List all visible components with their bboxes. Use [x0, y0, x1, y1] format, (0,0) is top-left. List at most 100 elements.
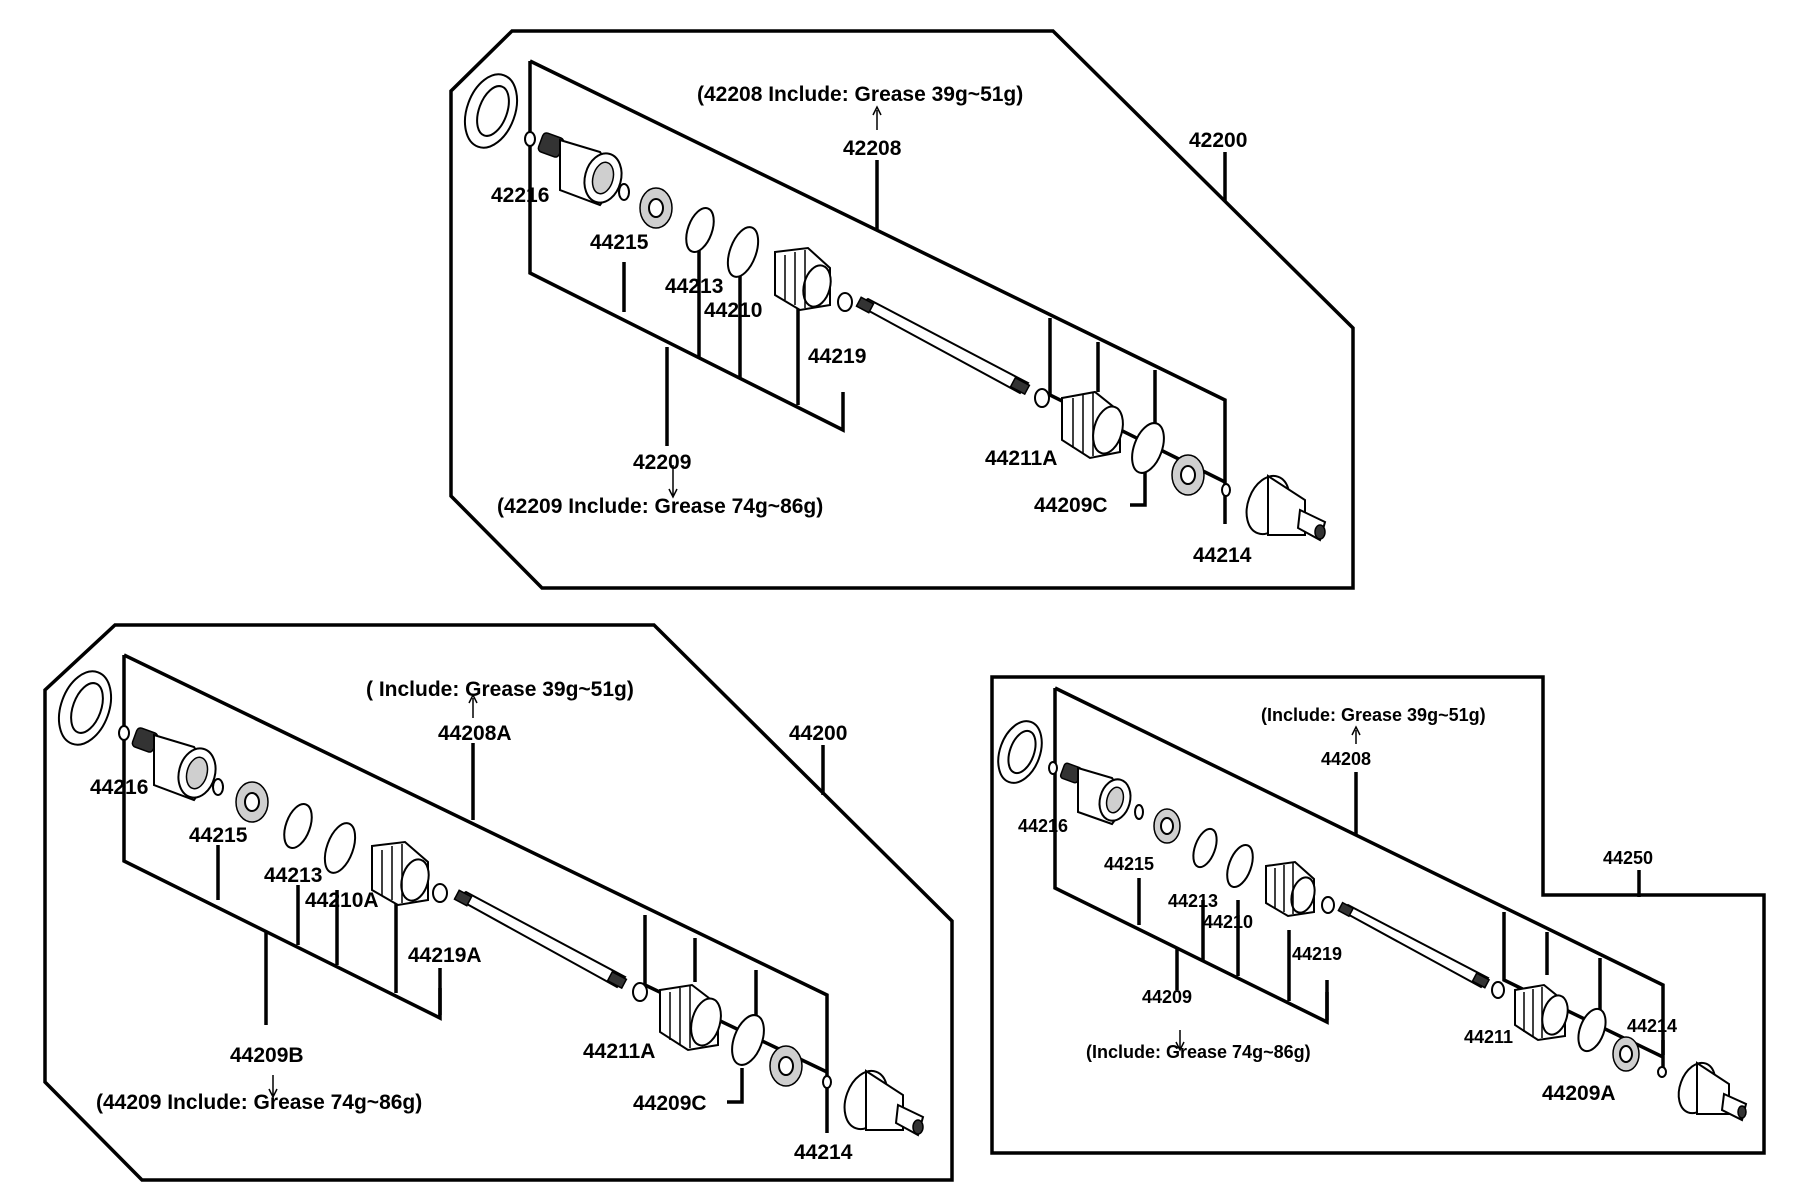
diagram-a-lead-44211A: [1048, 318, 1226, 484]
diagram-c-seal-icon: [997, 720, 1043, 784]
diagram-a-label-42209: 42209: [633, 451, 691, 474]
diagram-c-boot-icon: [1265, 860, 1316, 918]
diagram-c-label-44209A: 44209A: [1542, 1082, 1616, 1105]
diagram-c-circlip-icon: [1134, 804, 1144, 820]
diagram-c-band2-icon: [1226, 843, 1254, 889]
diagram-c-ring2-icon: [1491, 981, 1505, 999]
diagram-b-outer-joint-icon: [843, 1069, 925, 1137]
diagram-a-label-44209C: 44209C: [1034, 494, 1108, 517]
diagram-a-inner-joint-icon: [537, 132, 623, 207]
diagram-a-label-44210: 44210: [704, 299, 762, 322]
diagram-c-bracket-top: [1054, 686, 1665, 1075]
diagram-b-grease-note-bottom: (44209 Include: Grease 74g~86g): [96, 1091, 422, 1114]
diagram-b-boot-icon: [371, 840, 430, 907]
diagram-b-inner-joint-icon: [131, 727, 217, 802]
diagram-a-bracket-bottom: [528, 61, 845, 433]
diagram-a-boot2-icon: [1061, 390, 1124, 460]
diagram-a-ring2-icon: [1034, 388, 1050, 408]
diagram-c-small-ring-icon: [1048, 761, 1058, 775]
diagram-a-tripod2-icon: [1171, 454, 1205, 496]
diagram-a-arrow-down: [668, 465, 678, 499]
diagram-b-shaft-icon: [453, 889, 628, 990]
diagram-c-label-44210: 44210: [1203, 912, 1253, 932]
diagram-a-shaft-icon: [855, 296, 1031, 396]
diagram-b-circlip2-icon: [822, 1075, 832, 1089]
diagram-b-ring-icon: [432, 883, 448, 903]
diagram-a-band3-icon: [1131, 422, 1165, 474]
diagram-a-lead-44209C: [1130, 468, 1147, 507]
diagram-b-label-44209B: 44209B: [230, 1044, 304, 1067]
diagram-a-seal-icon: [463, 73, 519, 149]
diagram-b-arrow-up: [468, 693, 478, 718]
diagram-a-label-44211A: 44211A: [985, 447, 1057, 470]
diagram-c-label-44214: 44214: [1627, 1016, 1677, 1036]
diagram-c-label-44219: 44219: [1292, 944, 1342, 964]
diagram-b: ( Include: Grease 39g~51g) 44208A 44200 …: [43, 623, 954, 1182]
diagram-b-boot2-icon: [659, 983, 722, 1052]
diagram-b-label-44219A: 44219A: [408, 944, 482, 967]
diagram-c-label-44208: 44208: [1321, 749, 1371, 769]
diagram-c-shaft-icon: [1337, 901, 1491, 989]
diagram-c-band-icon: [1192, 827, 1218, 869]
diagram-c-bracket-bottom: [1053, 688, 1329, 1025]
diagram-c-ring-icon: [1321, 896, 1335, 914]
diagram-c-boot2-icon: [1514, 983, 1569, 1042]
diagram-a-circlip2-icon: [1221, 483, 1231, 497]
diagram-c-tripod-icon: [1153, 808, 1181, 844]
diagram-b-arrow-down: [268, 1075, 278, 1099]
diagram-a-boot-icon: [774, 246, 832, 312]
diagram-b-label-44209C: 44209C: [633, 1092, 707, 1115]
diagram-c-arrow-down: [1175, 1030, 1185, 1052]
diagram-a-label-44215: 44215: [590, 231, 649, 254]
diagram-c-inner-joint-icon: [1059, 762, 1132, 826]
diagram-c-label-44215: 44215: [1104, 854, 1154, 874]
diagram-b-bracket-bottom: [122, 655, 442, 1021]
diagram-b-label-44215: 44215: [189, 824, 248, 847]
diagram-b-grease-note-top: ( Include: Grease 39g~51g): [366, 678, 634, 701]
diagram-c-label-44211: 44211: [1464, 1027, 1513, 1047]
diagram-c-outer-joint-icon: [1677, 1061, 1748, 1122]
diagram-a-label-42216: 42216: [491, 184, 549, 207]
diagram-b-frame: [43, 623, 954, 1182]
diagram-a-small-ring-icon: [524, 131, 536, 147]
diagram-c-arrow-up: [1351, 725, 1361, 744]
diagram-c: (Include: Grease 39g~51g) 44208 44250 44…: [990, 675, 1766, 1155]
diagram-c-circlip2-icon: [1657, 1066, 1667, 1078]
diagram-a-label-44219: 44219: [808, 345, 866, 368]
diagram-a-frame: [449, 29, 1355, 590]
diagram-a-bracket-top: [529, 59, 1227, 524]
diagram-c-label-44216: 44216: [1018, 816, 1068, 836]
diagram-a-tripod-icon: [639, 187, 673, 229]
diagram-b-label-44200: 44200: [789, 722, 847, 745]
diagram-a-label-42208: 42208: [843, 137, 902, 160]
diagram-c-frame: [990, 675, 1766, 1155]
diagram-a: (42208 Include: Grease 39g~51g) 42208 42…: [449, 29, 1355, 590]
diagram-b-band-icon: [283, 803, 313, 849]
diagram-a-label-44214: 44214: [1193, 544, 1252, 567]
diagram-a-label-42200: 42200: [1189, 129, 1247, 152]
diagram-a-grease-note-bottom: (42209 Include: Grease 74g~86g): [497, 495, 823, 518]
diagram-b-label-44211A: 44211A: [583, 1040, 655, 1063]
diagram-c-tripod2-icon: [1612, 1036, 1640, 1072]
diagram-a-label-44213: 44213: [665, 275, 723, 298]
diagram-b-tripod2-icon: [769, 1045, 803, 1087]
diagram-b-label-44208A: 44208A: [438, 722, 512, 745]
diagram-a-band2-icon: [726, 226, 760, 278]
diagram-a-outer-joint-icon: [1245, 474, 1327, 542]
diagram-b-label-44214: 44214: [794, 1141, 853, 1164]
diagram-c-lead-44211: [1502, 912, 1664, 1059]
diagram-b-band3-icon: [731, 1014, 765, 1066]
diagram-b-lead-44209C: [727, 1068, 744, 1104]
diagram-c-band3-icon: [1577, 1007, 1607, 1053]
diagram-c-grease-note-top: (Include: Grease 39g~51g): [1261, 705, 1486, 725]
diagram-b-label-44213: 44213: [264, 864, 322, 887]
diagram-b-label-44210A: 44210A: [305, 889, 379, 912]
diagram-b-ring2-icon: [632, 982, 648, 1002]
diagram-a-band-icon: [685, 207, 715, 253]
diagram-c-label-44250: 44250: [1603, 848, 1653, 868]
diagram-b-label-44216: 44216: [90, 776, 148, 799]
diagram-a-grease-note-top: (42208 Include: Grease 39g~51g): [697, 83, 1023, 106]
diagram-b-tripod-icon: [235, 781, 269, 823]
diagram-c-label-44209: 44209: [1142, 987, 1192, 1007]
